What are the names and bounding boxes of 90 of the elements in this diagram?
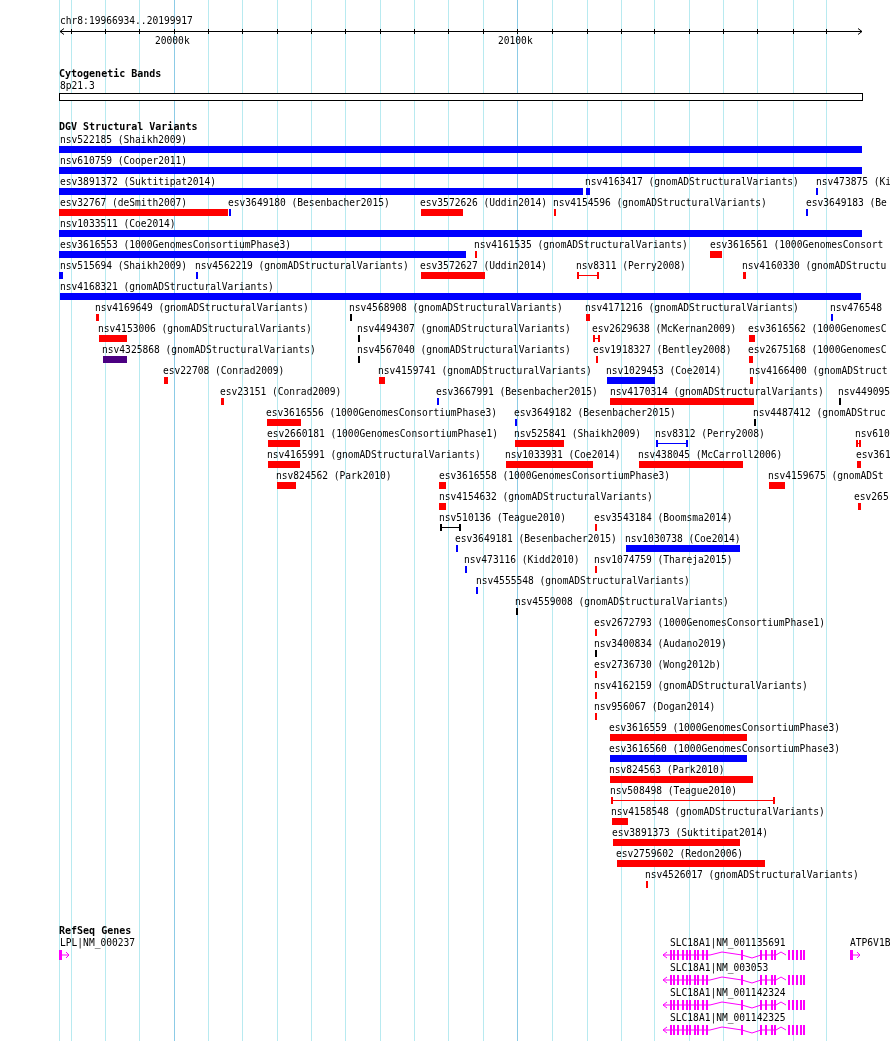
variant-label: nsv510136 (Teague2010) [439,512,567,524]
variant-label: nsv3400834 (Audano2019) [594,638,727,650]
variant-label: nsv4154596 (gnomADStructuralVariants) [553,197,767,209]
variant-label: esv1918327 (Bentley2008) [593,344,732,356]
variant-label: esv2672793 (1000GenomesConsortiumPhase1) [594,617,826,629]
variant-label: nsv4562219 (gnomADStructuralVariants) [195,260,409,272]
variant-label: nsv8312 (Perry2008) [655,428,765,440]
coordinate-range-label: chr8:19966934..20199917 [60,15,193,27]
variant-label: nsv1029453 (Coe2014) [606,365,722,377]
variant-label: nsv1074759 (Thareja2015) [594,554,733,566]
variant-label: nsv4526017 (gnomADStructuralVariants) [645,869,859,881]
variant-label: esv3616558 (1000GenomesConsortiumPhase3) [439,470,671,482]
variant-label: esv3891372 (Suktitipat2014) [60,176,216,188]
gene-label: SLC18A1|NM_001142325 [670,1012,786,1024]
variant-label: nsv4171216 (gnomADStructuralVariants) [585,302,799,314]
variant-label: esv3616553 (1000GenomesConsortiumPhase3) [60,239,292,251]
variant-label: nsv4494307 (gnomADStructuralVariants) [357,323,571,335]
variant-label: esv32767 (deSmith2007) [60,197,188,209]
variant-label: esv2629638 (McKernan2009) [592,323,737,335]
variant-label: esv3616559 (1000GenomesConsortiumPhase3) [609,722,841,734]
variant-label: nsv824562 (Park2010) [276,470,392,482]
variant-label: nsv4169649 (gnomADStructuralVariants) [95,302,309,314]
variant-label: esv3616562 (1000GenomesC [748,323,887,335]
variant-label: esv3649181 (Besenbacher2015) [455,533,617,545]
variant-label: nsv8311 (Perry2008) [576,260,686,272]
variant-label: esv22708 (Conrad2009) [163,365,285,377]
variant-label: nsv1030738 (Coe2014) [625,533,741,545]
variant-label: esv361 [856,449,890,461]
variant-label: esv2675168 (1000GenomesC [748,344,887,356]
variant-label: nsv4153006 (gnomADStructuralVariants) [98,323,312,335]
variant-label: nsv508498 (Teague2010) [610,785,738,797]
variant-label: esv3572627 (Uddin2014) [420,260,548,272]
variant-label: nsv4168321 (gnomADStructuralVariants) [60,281,274,293]
variant-label: nsv515694 (Shaikh2009) [60,260,188,272]
variant-label: nsv4325868 (gnomADStructuralVariants) [102,344,316,356]
variant-label: esv3616556 (1000GenomesConsortiumPhase3) [266,407,498,419]
variant-label: nsv824563 (Park2010) [609,764,725,776]
variant-label: nsv610 [855,428,890,440]
variant-label: nsv1033931 (Coe2014) [505,449,621,461]
variant-label: nsv522185 (Shaikh2009) [60,134,188,146]
gene-label: ATP6V1B [850,937,890,949]
variant-label: nsv4568908 (gnomADStructuralVariants) [349,302,563,314]
variant-label: nsv4165991 (gnomADStructuralVariants) [267,449,481,461]
variant-label: nsv449095 [838,386,890,398]
variant-label: esv23151 (Conrad2009) [220,386,342,398]
variant-label: nsv4158548 (gnomADStructuralVariants) [611,806,825,818]
variant-label: esv3667991 (Besenbacher2015) [436,386,598,398]
variant-label: nsv4160330 (gnomADStructu [742,260,887,272]
gene-label: LPL|NM_000237 [60,937,136,949]
variant-label: nsv1033511 (Coe2014) [60,218,176,230]
axis-tick-label: 20100k [498,35,533,47]
variant-label: esv3649180 (Besenbacher2015) [228,197,390,209]
gene-label: SLC18A1|NM_001142324 [670,987,786,999]
variant-label: nsv4159741 (gnomADStructuralVariants) [378,365,592,377]
variant-label: nsv4162159 (gnomADStructuralVariants) [594,680,808,692]
variant-label: esv3572626 (Uddin2014) [420,197,548,209]
variant-label: nsv4166400 (gnomADStruct [749,365,888,377]
track-title: RefSeq Genes [59,925,132,937]
variant-label: nsv4159675 (gnomADSt [768,470,884,482]
variant-label: esv3616561 (1000GenomesConsort [710,239,884,251]
variant-label: esv3649182 (Besenbacher2015) [514,407,676,419]
variant-label: nsv4161535 (gnomADStructuralVariants) [474,239,688,251]
axis-tick-label: 20000k [155,35,190,47]
variant-label: nsv4555548 (gnomADStructuralVariants) [476,575,690,587]
variant-label: nsv956067 (Dogan2014) [594,701,716,713]
variant-label: esv2660181 (1000GenomesConsortiumPhase1) [267,428,499,440]
variant-label: esv3891373 (Suktitipat2014) [612,827,768,839]
variant-label: nsv476548 [830,302,882,314]
variant-label: nsv4487412 (gnomADStruc [753,407,886,419]
gene-label: SLC18A1|NM_001135691 [670,937,786,949]
variant-label: nsv4567040 (gnomADStructuralVariants) [357,344,571,356]
variant-label: nsv4559008 (gnomADStructuralVariants) [515,596,729,608]
variant-label: esv265 [854,491,889,503]
band-label: 8p21.3 [60,80,95,92]
variant-label: esv3616560 (1000GenomesConsortiumPhase3) [609,743,841,755]
track-title: DGV Structural Variants [59,121,198,133]
gene-label: SLC18A1|NM_003053 [670,962,769,974]
variant-label: esv3649183 (Be [806,197,887,209]
variant-label: nsv473116 (Kidd2010) [464,554,580,566]
track-title: Cytogenetic Bands [59,68,162,80]
variant-label: nsv4163417 (gnomADStructuralVariants) [585,176,799,188]
variant-label: nsv525841 (Shaikh2009) [514,428,642,440]
variant-label: nsv4170314 (gnomADStructuralVariants) [610,386,824,398]
variant-label: nsv4154632 (gnomADStructuralVariants) [439,491,653,503]
variant-label: nsv473875 (Ki [816,176,890,188]
variant-label: esv2736730 (Wong2012b) [594,659,722,671]
variant-label: nsv610759 (Cooper2011) [60,155,188,167]
variant-label: esv3543184 (Boomsma2014) [594,512,733,524]
variant-label: esv2759602 (Redon2006) [616,848,744,860]
variant-label: nsv438045 (McCarroll2006) [638,449,783,461]
